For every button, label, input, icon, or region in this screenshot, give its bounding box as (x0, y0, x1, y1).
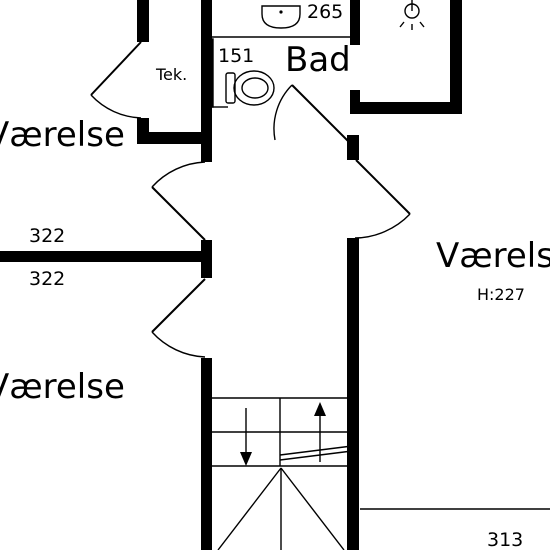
sink-icon (261, 5, 301, 29)
corridor-wall-right-upper (347, 135, 359, 160)
stair-down-arrow-icon (240, 408, 252, 466)
dimension-wall-upper: 322 (29, 225, 65, 247)
staircase (212, 397, 353, 550)
dimension-bad-width: 265 (307, 1, 343, 23)
stair-up-arrow-icon (314, 402, 326, 462)
toilet-icon (225, 70, 275, 106)
tek-wall-horizontal (137, 132, 207, 144)
room-label-tek: Tek. (155, 65, 187, 84)
doors (90, 41, 411, 358)
room-label-vaerelse-bottom-left: Værelse (0, 367, 125, 407)
dimension-wc-width: 151 (218, 45, 254, 67)
room-label-vaerelse-right: Værelse (436, 236, 550, 276)
bath-wall-right (350, 0, 360, 45)
room-height-label: H:227 (477, 285, 525, 304)
door-right-room (354, 159, 411, 239)
tek-wall-vertical-upper (137, 0, 149, 42)
room-label-bad: Bad (285, 40, 351, 80)
door-left-upper (151, 161, 206, 241)
door-bad (273, 84, 351, 144)
corridor-wall-right-lower (347, 238, 359, 550)
dimension-bottom-right: 313 (487, 529, 523, 550)
corridor-wall-left-upper (201, 0, 212, 162)
ceiling-light-icon (399, 0, 425, 30)
door-tek (90, 41, 142, 119)
dimension-wall-lower: 322 (29, 268, 65, 290)
room-divider-wall (0, 251, 212, 262)
bath-wall-far-right (450, 0, 462, 114)
room-label-vaerelse-top-left: Værelse (0, 115, 125, 155)
corridor-wall-left-lower (201, 358, 212, 550)
door-left-lower (151, 278, 206, 358)
bath-wall-lower-right-vertical (350, 90, 360, 112)
wc-partition (211, 38, 214, 108)
bath-wall-lower-horizontal (350, 102, 460, 114)
